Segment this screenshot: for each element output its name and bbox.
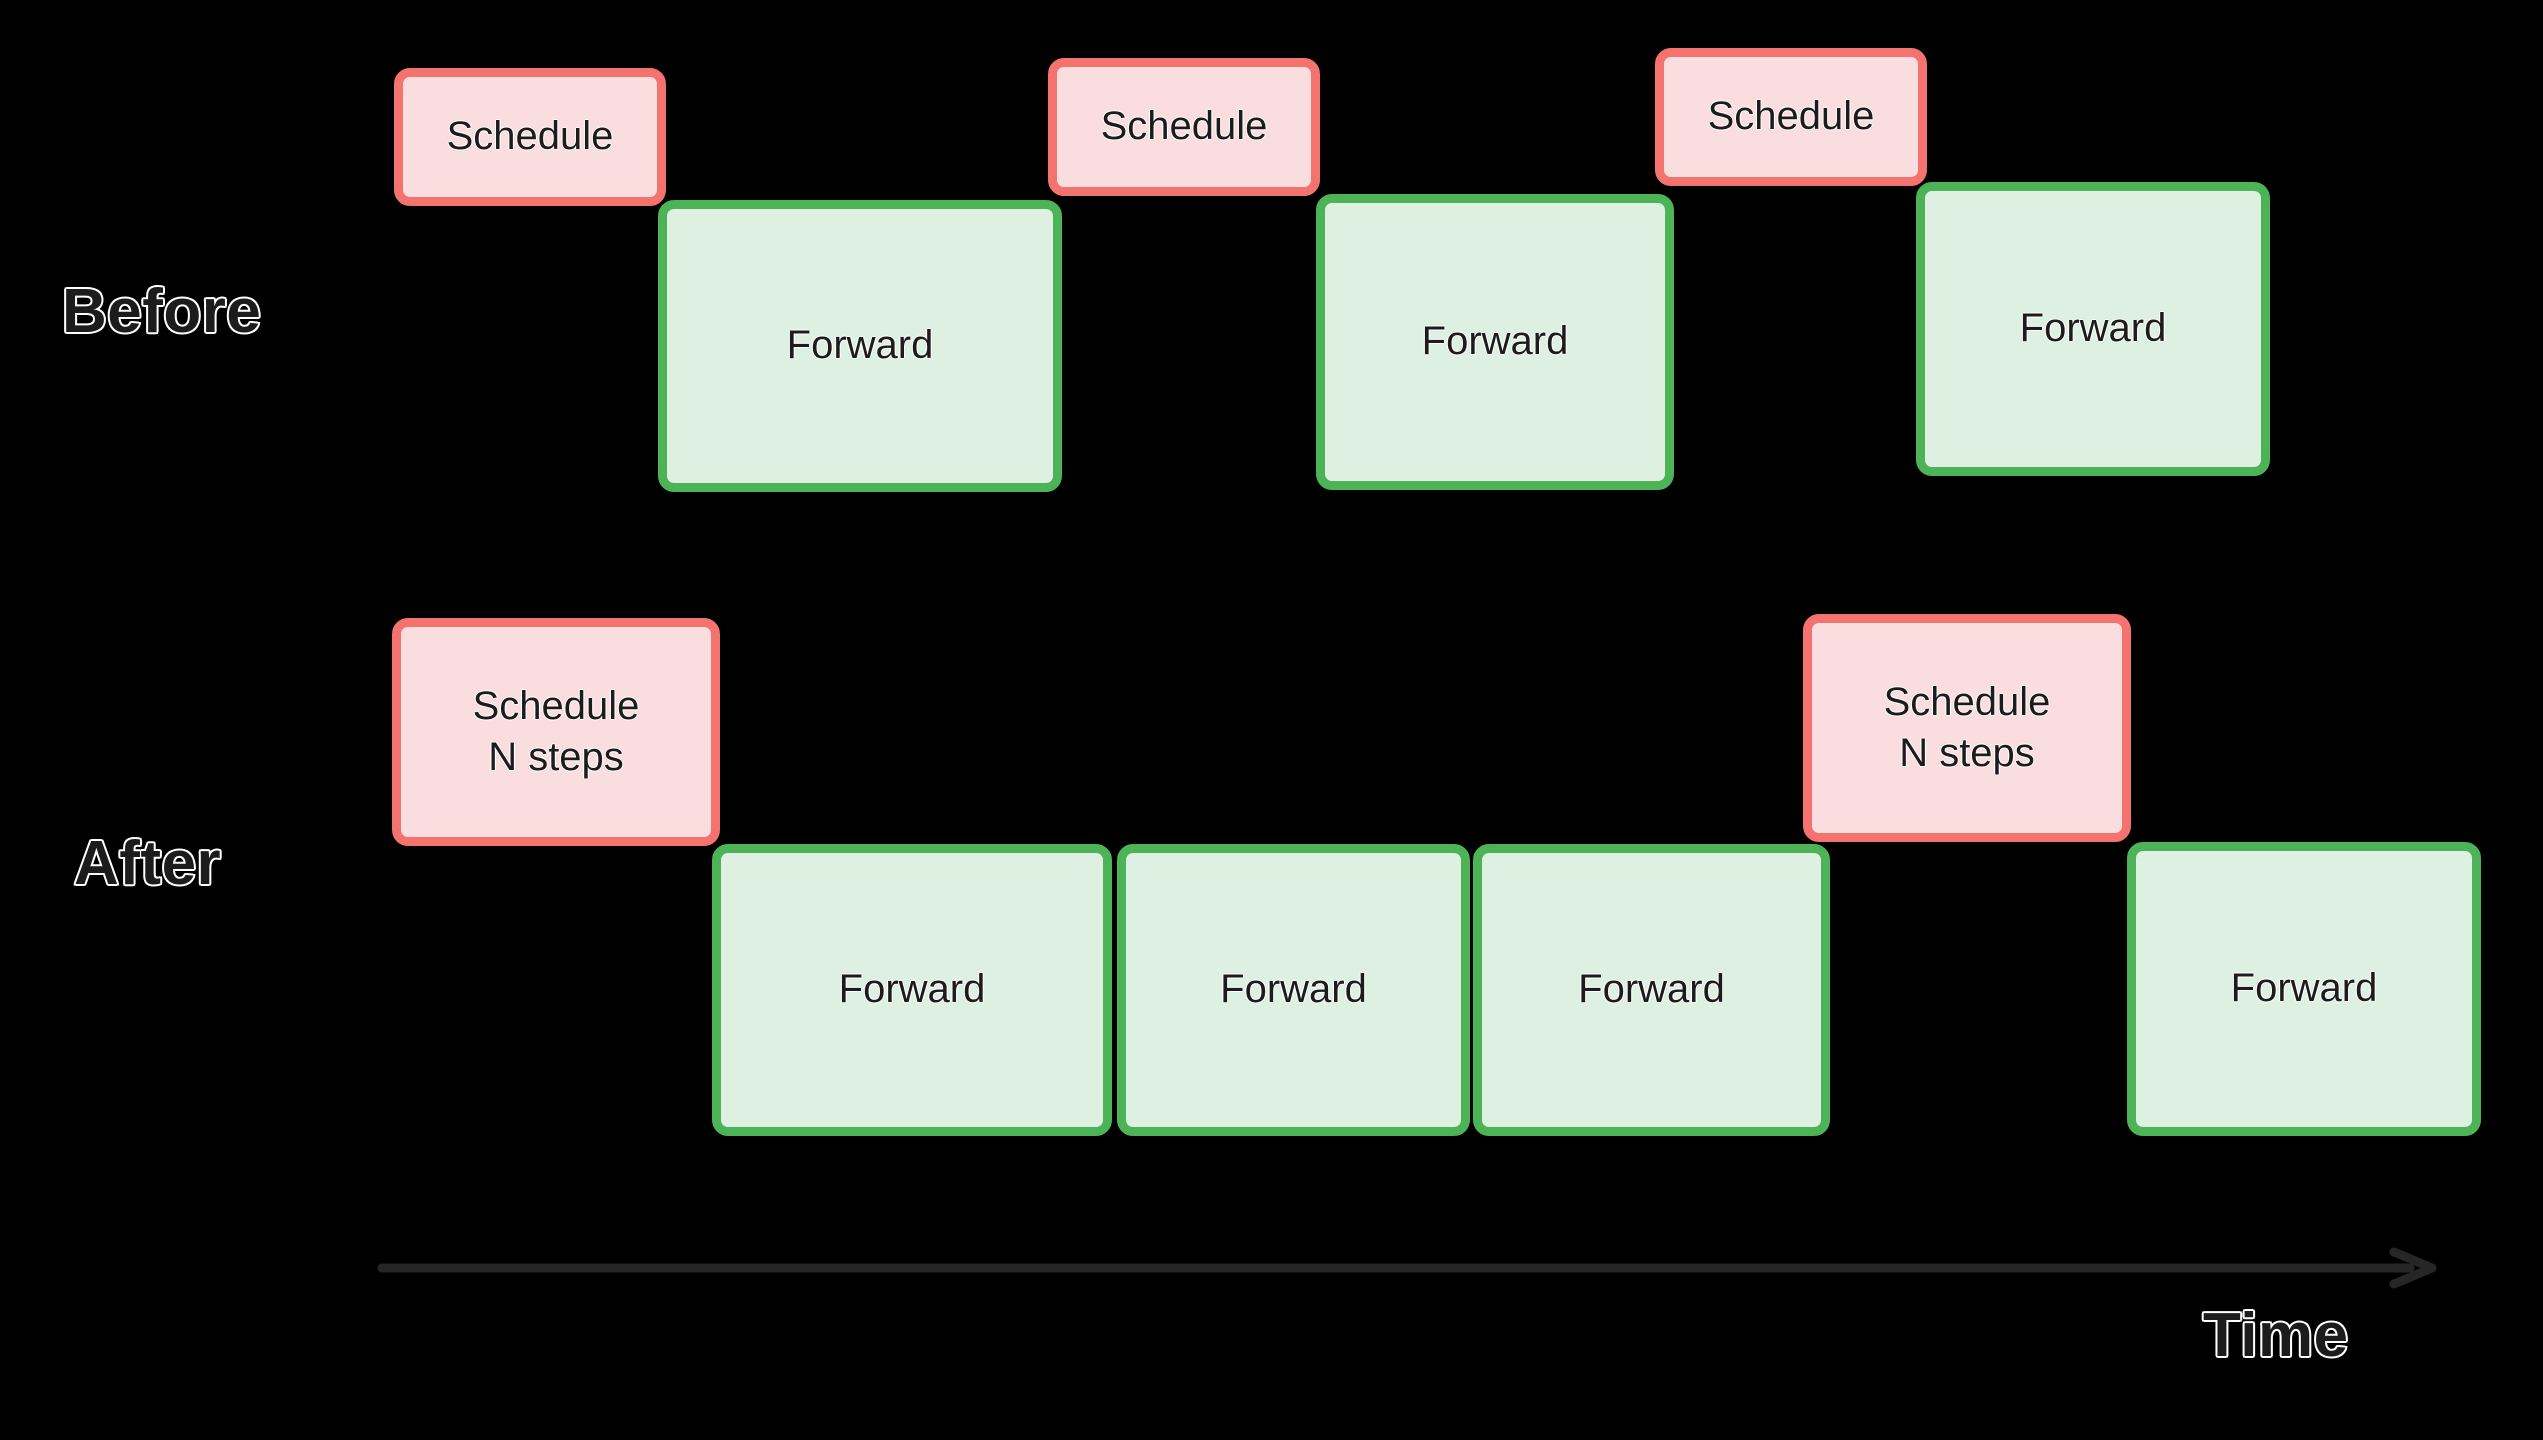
time-axis-label: Time (2202, 1300, 2350, 1372)
before-forward-block-3: Forward (1916, 182, 2270, 476)
after-forward-block-1-label: Forward (838, 967, 986, 1012)
before-forward-block-1: Forward (658, 200, 1062, 492)
after-schedule-block-1-label: Schedule N steps (472, 683, 640, 779)
after-forward-block-1: Forward (712, 844, 1112, 1136)
after-forward-block-3-label: Forward (1578, 967, 1725, 1012)
row-label-before: Before (60, 276, 262, 348)
after-forward-block-4-label: Forward (2230, 966, 2378, 1011)
time-axis-arrow (377, 1247, 2437, 1289)
before-schedule-block-2: Schedule (1048, 58, 1320, 196)
time-axis-arrowhead-icon (2389, 1247, 2437, 1289)
after-forward-block-4: Forward (2127, 842, 2481, 1136)
before-schedule-block-3: Schedule (1655, 48, 1927, 186)
after-forward-block-3: Forward (1473, 844, 1830, 1136)
before-schedule-block-1-label: Schedule (446, 114, 614, 159)
before-schedule-block-1: Schedule (394, 68, 666, 206)
after-schedule-block-2: Schedule N steps (1803, 614, 2131, 842)
before-forward-block-2-label: Forward (1421, 319, 1569, 364)
after-forward-block-2: Forward (1117, 844, 1470, 1136)
before-forward-block-1-label: Forward (786, 323, 934, 368)
before-forward-block-3-label: Forward (2019, 306, 2167, 351)
before-schedule-block-2-label: Schedule (1100, 104, 1268, 149)
before-forward-block-2: Forward (1316, 194, 1674, 490)
row-label-after: After (72, 828, 222, 900)
after-schedule-block-2-label: Schedule N steps (1883, 679, 2051, 775)
before-schedule-block-3-label: Schedule (1707, 94, 1875, 139)
after-schedule-block-1: Schedule N steps (392, 618, 720, 846)
after-forward-block-2-label: Forward (1220, 967, 1367, 1012)
